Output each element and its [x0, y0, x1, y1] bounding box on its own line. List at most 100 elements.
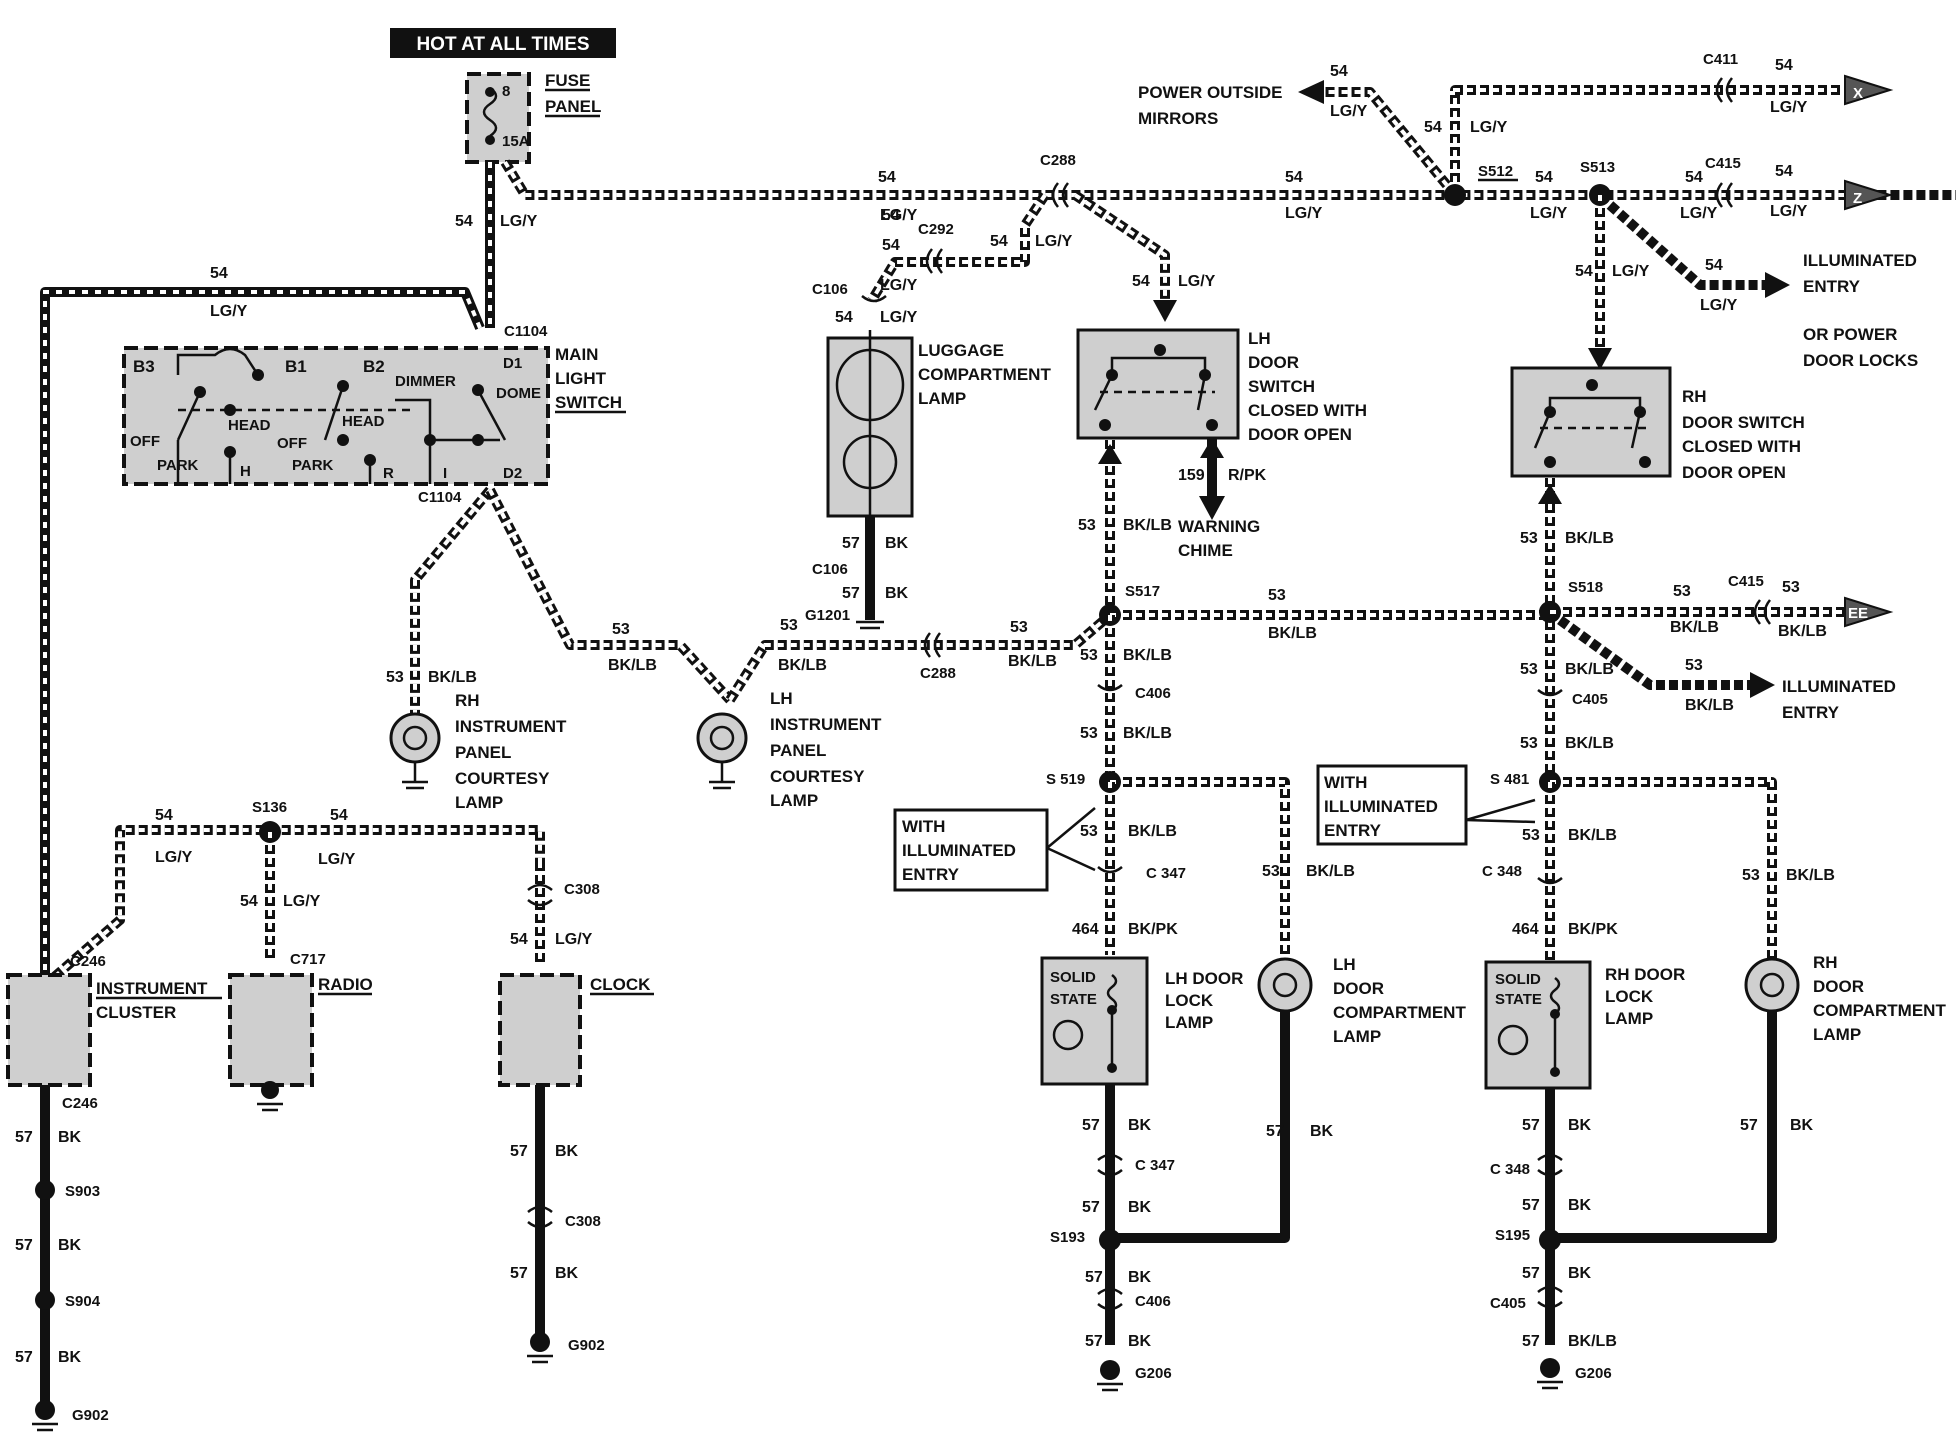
instrument-cluster: INSTRUMENT CLUSTER C246 C246 57 BK S903 … — [6, 953, 222, 1432]
svg-text:53: 53 — [1010, 619, 1028, 636]
svg-text:ENTRY: ENTRY — [902, 865, 960, 884]
svg-text:ILLUMINATED: ILLUMINATED — [902, 841, 1016, 860]
svg-text:BK/LB: BK/LB — [1123, 647, 1172, 664]
clock: CLOCK 57 BK C308 57 BK G902 — [498, 973, 654, 1364]
svg-text:BK: BK — [885, 535, 909, 552]
svg-text:LG/Y: LG/Y — [555, 931, 593, 948]
svg-text:STATE: STATE — [1495, 991, 1542, 1008]
svg-text:BK/LB: BK/LB — [1008, 653, 1057, 670]
svg-text:54: 54 — [990, 233, 1008, 250]
svg-text:BK: BK — [1568, 1197, 1592, 1214]
svg-text:DOOR SWITCH: DOOR SWITCH — [1682, 413, 1805, 432]
svg-text:FUSE: FUSE — [545, 71, 590, 90]
svg-text:LG/Y: LG/Y — [1700, 297, 1738, 314]
arrow-x: X C411 54 LG/Y — [1703, 51, 1894, 116]
svg-text:53: 53 — [612, 621, 630, 638]
svg-text:DIMMER: DIMMER — [395, 373, 456, 390]
svg-text:54: 54 — [1775, 57, 1793, 74]
svg-text:COMPARTMENT: COMPARTMENT — [1813, 1001, 1946, 1020]
s136-circuit: S136 54 LG/Y 54 LG/Y 54 LG/Y C308 54 LG/… — [41, 799, 600, 989]
svg-text:G1201: G1201 — [805, 607, 850, 624]
svg-text:53: 53 — [1520, 661, 1538, 678]
svg-text:STATE: STATE — [1050, 991, 1097, 1008]
svg-text:57: 57 — [15, 1349, 33, 1366]
svg-text:53: 53 — [1520, 735, 1538, 752]
svg-text:57: 57 — [1266, 1123, 1284, 1140]
svg-text:LOCK: LOCK — [1165, 991, 1214, 1010]
svg-text:54: 54 — [835, 309, 853, 326]
svg-text:BK: BK — [58, 1237, 82, 1254]
svg-text:57: 57 — [1522, 1333, 1540, 1350]
lh-door-switch-feed: 54 LG/Y — [1072, 190, 1216, 322]
svg-text:LG/Y: LG/Y — [1035, 233, 1073, 250]
svg-text:C 348: C 348 — [1490, 1161, 1530, 1178]
svg-text:C292: C292 — [918, 221, 954, 238]
svg-text:LIGHT: LIGHT — [555, 369, 607, 388]
svg-text:BK/LB: BK/LB — [1306, 863, 1355, 880]
svg-text:57: 57 — [1522, 1117, 1540, 1134]
svg-text:54: 54 — [1535, 169, 1553, 186]
svg-text:57: 57 — [510, 1143, 528, 1160]
svg-text:54: 54 — [1685, 169, 1703, 186]
lh-ground-chain: 57 BK C 347 57 BK S193 57 BK C406 57 BK … — [1050, 1084, 1175, 1392]
lh-door-lock-lamp: SOLID STATE LH DOOR LOCK LAMP — [1040, 956, 1243, 1086]
svg-text:POWER OUTSIDE: POWER OUTSIDE — [1138, 83, 1283, 102]
svg-text:57: 57 — [842, 535, 860, 552]
svg-text:BK/LB: BK/LB — [1670, 619, 1719, 636]
svg-text:LG/Y: LG/Y — [1770, 99, 1808, 116]
svg-text:WARNING: WARNING — [1178, 517, 1260, 536]
svg-text:BK/LB: BK/LB — [1565, 735, 1614, 752]
svg-text:57: 57 — [15, 1237, 33, 1254]
svg-text:BK/LB: BK/LB — [608, 657, 657, 674]
lh-door-column: 53 BK/LB S517 53 BK/LB 53 BK/LB C406 53 … — [1046, 440, 1550, 960]
svg-text:S 519: S 519 — [1046, 771, 1085, 788]
svg-text:RADIO: RADIO — [318, 975, 373, 994]
svg-text:DOOR OPEN: DOOR OPEN — [1682, 463, 1786, 482]
svg-text:54: 54 — [1775, 163, 1793, 180]
svg-text:57: 57 — [1522, 1265, 1540, 1282]
svg-text:BK: BK — [1128, 1333, 1152, 1350]
svg-text:LAMP: LAMP — [1165, 1013, 1213, 1032]
svg-text:BK/LB: BK/LB — [1778, 623, 1827, 640]
svg-text:SOLID: SOLID — [1495, 971, 1541, 988]
svg-text:57: 57 — [842, 585, 860, 602]
svg-text:C717: C717 — [290, 951, 326, 968]
svg-text:BK: BK — [1568, 1265, 1592, 1282]
svg-text:COURTESY: COURTESY — [770, 767, 865, 786]
lh-instrument-panel-courtesy-lamp: LH INSTRUMENT PANEL COURTESY LAMP — [696, 689, 882, 810]
svg-text:53: 53 — [1782, 579, 1800, 596]
luggage-lamp-feed: C292 54 54 54 LG/Y LG/Y C106 54 LG/Y — [812, 192, 1073, 326]
svg-text:464: 464 — [1512, 921, 1539, 938]
svg-text:53: 53 — [1268, 587, 1286, 604]
svg-text:PARK: PARK — [292, 457, 334, 474]
svg-text:SWITCH: SWITCH — [555, 393, 622, 412]
wire-54-trunk: 54 LG/Y 54 LG/Y 54 LG/Y 54 LG/Y — [40, 159, 1956, 985]
svg-text:DOOR LOCKS: DOOR LOCKS — [1803, 351, 1918, 370]
svg-text:LH DOOR: LH DOOR — [1165, 969, 1243, 988]
svg-text:C1104: C1104 — [504, 323, 548, 340]
svg-text:BK/LB: BK/LB — [428, 669, 477, 686]
svg-text:S517: S517 — [1125, 583, 1160, 600]
svg-text:C405: C405 — [1572, 691, 1608, 708]
svg-text:B3: B3 — [133, 357, 155, 376]
lh-door-switch: LH DOOR SWITCH CLOSED WITH DOOR OPEN 159… — [1076, 328, 1367, 560]
svg-text:BK: BK — [1310, 1123, 1334, 1140]
svg-text:BK: BK — [1128, 1117, 1152, 1134]
rh-door-column: 53 BK/LB S518 EE C415 53 BK/LB 53 BK/LB … — [1482, 478, 1896, 960]
svg-text:C406: C406 — [1135, 685, 1171, 702]
svg-text:DOOR: DOOR — [1333, 979, 1384, 998]
svg-text:S193: S193 — [1050, 1229, 1085, 1246]
svg-text:53: 53 — [1080, 823, 1098, 840]
svg-text:DOOR OPEN: DOOR OPEN — [1248, 425, 1352, 444]
svg-text:BK/LB: BK/LB — [1128, 823, 1177, 840]
svg-text:LAMP: LAMP — [1333, 1027, 1381, 1046]
rh-door-switch: RH DOOR SWITCH CLOSED WITH DOOR OPEN — [1510, 366, 1805, 482]
svg-text:CHIME: CHIME — [1178, 541, 1233, 560]
svg-text:DOOR: DOOR — [1813, 977, 1864, 996]
svg-text:BK: BK — [555, 1143, 579, 1160]
svg-text:COURTESY: COURTESY — [455, 769, 550, 788]
svg-text:C415: C415 — [1705, 155, 1741, 172]
svg-text:53: 53 — [1080, 725, 1098, 742]
svg-text:54: 54 — [882, 237, 900, 254]
